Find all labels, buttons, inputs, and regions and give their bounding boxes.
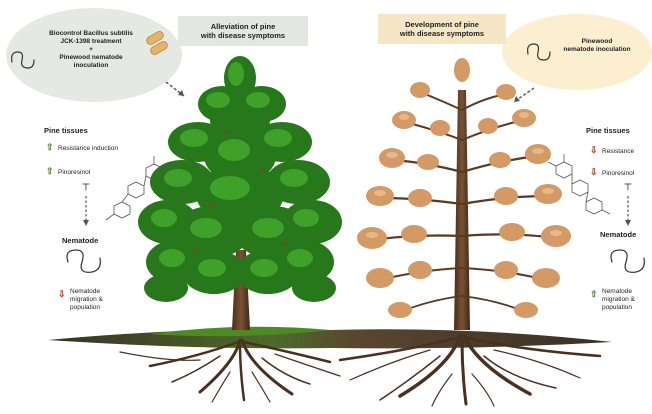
up-arrow-icon: ⇧ [590, 290, 598, 299]
right-pine-tissues-heading: Pine tissues [586, 126, 630, 135]
left-pinoresinol-label: Pinoresinol [58, 169, 90, 176]
arrow-head-icon [83, 220, 89, 226]
left-migration-line3: population [70, 304, 103, 312]
arrow-head-icon [514, 96, 520, 102]
nematode-icon [528, 44, 550, 60]
right-pinoresinol-label: Pinoresinol [602, 170, 634, 177]
left-resistance-label: Resistance induction [58, 145, 118, 152]
left-migration-line1: Nematode [70, 288, 103, 296]
diseased-pine-tree [357, 58, 571, 330]
left-pine-tissues-heading: Pine tissues [44, 126, 88, 135]
healthy-pine-tree [138, 56, 342, 330]
nematode-icon [611, 250, 644, 272]
nematode-icon [67, 250, 100, 272]
right-nematode-heading: Nematode [600, 230, 636, 239]
up-arrow-icon: ⇧ [46, 143, 54, 152]
up-arrow-icon: ⇧ [46, 167, 54, 176]
left-migration-label: Nematode migration & population [70, 288, 103, 312]
healthy-roots [120, 340, 340, 402]
treatment-line1: Biocontrol Bacillus subtilis [36, 30, 146, 38]
treatment-line4: inoculation [36, 62, 146, 70]
down-arrow-icon: ⇩ [590, 168, 598, 177]
inhibit-icon: ⊤ [624, 183, 632, 192]
molecule-icon [548, 154, 610, 214]
left-nematode-heading: Nematode [62, 236, 98, 245]
bacillus-icon [145, 30, 169, 56]
right-migration-label: Nematode migration & population [602, 288, 635, 312]
inoculation-text: Pinewood nematode inoculation [552, 38, 642, 54]
right-resistance-label: Resistance [602, 148, 634, 155]
arrow-head-icon [178, 90, 184, 96]
inoculation-line1: Pinewood [552, 38, 642, 46]
treatment-text: Biocontrol Bacillus subtilis JCK-1398 tr… [36, 30, 146, 70]
inhibit-icon: ⊤ [82, 183, 90, 192]
arrow-head-icon [625, 220, 631, 226]
nematode-icon [12, 52, 34, 68]
plus-sign: + [36, 46, 146, 54]
left-migration-line2: migration & [70, 296, 103, 304]
right-migration-line1: Nematode [602, 288, 635, 296]
ground [48, 327, 612, 349]
inoculation-line2: nematode inoculation [552, 46, 642, 54]
right-migration-line2: migration & [602, 296, 635, 304]
down-arrow-icon: ⇩ [590, 146, 598, 155]
right-migration-line3: population [602, 304, 635, 312]
down-arrow-icon: ⇩ [58, 290, 66, 299]
treatment-line2: JCK-1398 treatment [36, 38, 146, 46]
treatment-line3: Pinewood nematode [36, 54, 146, 62]
